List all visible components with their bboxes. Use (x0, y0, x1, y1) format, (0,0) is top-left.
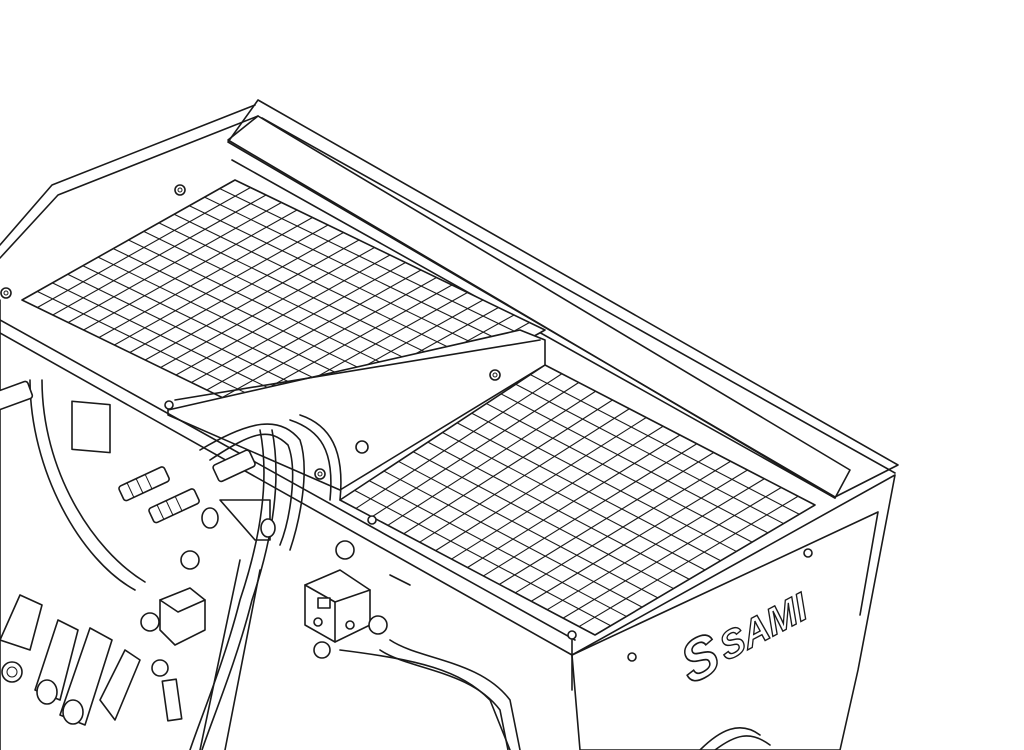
mesh-wire (175, 254, 391, 376)
mesh-wire (403, 399, 613, 535)
bucket-left-side-frame (0, 104, 259, 750)
bolt-7 (567, 630, 577, 640)
bolt-5 (164, 400, 174, 410)
mesh-wire (562, 487, 782, 619)
bolt-1 (174, 184, 186, 196)
mesh-wire (355, 373, 563, 509)
mesh-wire (546, 478, 765, 611)
mesh-wire (160, 247, 375, 368)
bolts (0, 184, 813, 662)
mesh-wire (499, 452, 715, 585)
mesh-wire (37, 187, 251, 308)
bolt-3 (489, 369, 501, 381)
bolt-6 (367, 515, 377, 525)
mesh-wire (191, 262, 406, 383)
bolt-9 (803, 548, 813, 558)
mesh-wire (451, 425, 664, 560)
bolt-10 (627, 652, 637, 662)
coupler-4 (212, 449, 256, 483)
valve-block-center (304, 540, 388, 659)
mesh-wire (515, 460, 731, 594)
right-mesh-grate (339, 364, 816, 636)
front-right-panel (571, 474, 896, 750)
pivot-lugs (0, 499, 276, 750)
mesh-wire (221, 277, 437, 398)
mesh-wire (144, 239, 360, 361)
mesh-wire (52, 194, 267, 316)
mesh-wire (67, 202, 282, 323)
coupler-1 (118, 466, 170, 502)
bolt-2 (0, 287, 12, 299)
coupler-2 (148, 488, 200, 524)
mesh-wire (206, 269, 422, 391)
bolt-8 (355, 440, 369, 454)
bottom-frame (339, 649, 771, 750)
mesh-wire (467, 434, 681, 568)
highlighted-top-edge-part[interactable] (227, 99, 899, 498)
label-plate (71, 400, 111, 454)
mesh-wire (483, 443, 698, 577)
mesh-wire (419, 408, 630, 543)
mesh-wire (98, 217, 313, 338)
front-lip (0, 319, 576, 656)
mesh-wire (237, 284, 453, 406)
mesh-wire (578, 495, 799, 628)
mesh-wire (83, 209, 298, 331)
mesh-wire (387, 390, 596, 526)
quick-couplers (0, 380, 256, 524)
mesh-wire (114, 224, 329, 346)
bolt-4 (314, 468, 326, 480)
coupler-3 (0, 380, 34, 412)
mesh-wire (435, 417, 647, 552)
mesh-wire (129, 232, 344, 353)
hydraulic-hoses (29, 379, 521, 750)
mesh-wire (530, 469, 748, 602)
valve-block-left (140, 550, 206, 722)
mesh-wire (371, 382, 580, 518)
